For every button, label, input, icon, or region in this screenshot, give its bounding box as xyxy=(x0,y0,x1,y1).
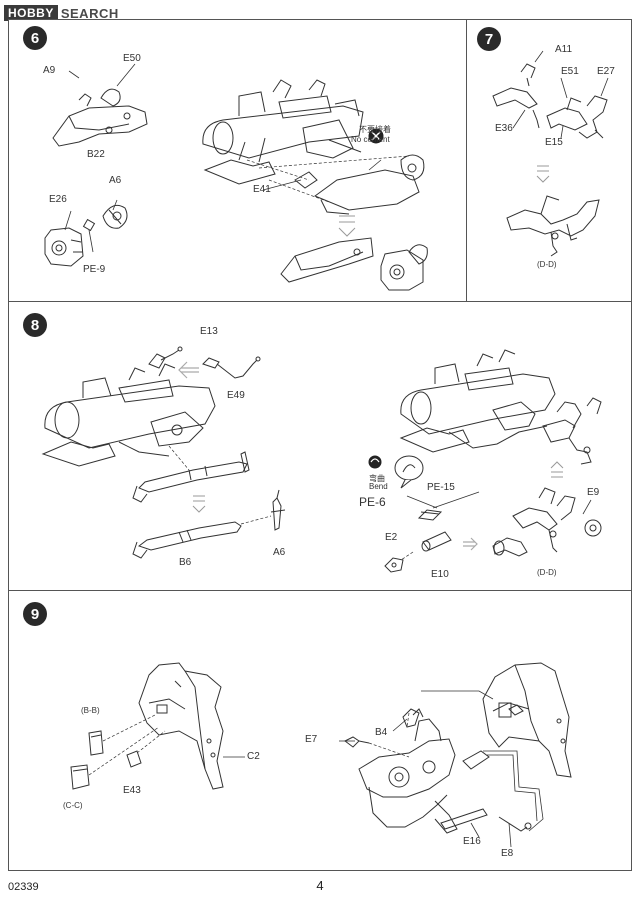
step-9-badge: 9 xyxy=(23,602,47,626)
label-b-b: (B-B) xyxy=(81,706,100,715)
step-6-panel: 6 xyxy=(8,19,467,302)
pe15-plate-part xyxy=(417,509,443,521)
label-e9: E9 xyxy=(587,487,600,498)
down-arrow-icon xyxy=(338,215,356,237)
b4-part xyxy=(402,708,420,728)
e9-wheel-part xyxy=(584,519,602,537)
b6-axle-top xyxy=(132,451,250,503)
pe9-plate xyxy=(82,218,96,232)
label-a9: A9 xyxy=(43,65,56,76)
step-8-drawing xyxy=(41,346,602,573)
step-9-panel: 9 xyxy=(8,590,632,871)
e16-rod-part xyxy=(440,808,488,830)
bend-icon xyxy=(368,455,382,469)
label-e36: E36 xyxy=(495,123,513,134)
shield-assembly-right xyxy=(482,662,572,778)
c2-shield-plate xyxy=(138,662,224,790)
label-c-c: (C-C) xyxy=(63,801,83,810)
label-no-cement-cn: 不要接着 xyxy=(359,125,391,134)
label-a6: A6 xyxy=(109,175,122,186)
down-arrow-icon xyxy=(192,495,206,513)
label-d-d: (D-D) xyxy=(537,568,557,577)
launcher-assembly-right xyxy=(399,349,602,465)
hobbysearch-watermark: HOBBY SEARCH xyxy=(4,4,119,22)
gun-mount-assembly xyxy=(358,708,490,834)
step-6-drawing xyxy=(44,63,428,291)
e7-pin-part xyxy=(344,736,370,748)
label-c2: C2 xyxy=(247,751,260,762)
label-b6: B6 xyxy=(179,557,192,568)
label-e8: E8 xyxy=(501,848,514,859)
a6-hub-part xyxy=(270,489,286,531)
up-arrow-icon xyxy=(550,461,564,478)
arm-assembly-d-d xyxy=(492,487,576,557)
a6-hub-part xyxy=(102,204,128,229)
step-7-badge: 7 xyxy=(477,27,501,51)
e13-e49-parts xyxy=(148,346,261,379)
label-bend-cn: 弯曲 xyxy=(369,474,385,483)
arm-assembly-exploded xyxy=(492,63,608,139)
step-8-badge: 8 xyxy=(23,313,47,337)
launcher-assembly-left xyxy=(41,363,216,467)
label-e2: E2 xyxy=(385,532,398,543)
step-8-panel: 8 xyxy=(8,301,632,591)
e10-cylinder-part xyxy=(421,531,452,552)
b6-axle-bottom xyxy=(132,515,272,559)
label-pe6: PE-6 xyxy=(359,495,386,509)
e41-lower-bracket xyxy=(294,154,425,215)
label-e13: E13 xyxy=(200,326,218,337)
label-a6: A6 xyxy=(273,547,286,558)
right-arrow-icon xyxy=(463,537,478,551)
b22-bracket-part xyxy=(52,88,148,147)
label-e26: E26 xyxy=(49,194,67,205)
e26-wheel-part xyxy=(44,227,84,267)
label-bend: Bend xyxy=(369,482,388,491)
label-e10: E10 xyxy=(431,569,449,580)
launcher-main-assembly xyxy=(202,79,364,185)
step-7-panel: 7 A11 E51 E27 E36 E15 xyxy=(466,19,632,302)
watermark-brand: HOBBY xyxy=(4,5,58,21)
bend-speech-bubble xyxy=(394,455,424,489)
step-9-drawing xyxy=(70,662,572,848)
e43-block-part xyxy=(126,750,142,768)
page-number: 4 xyxy=(316,878,324,893)
label-e27: E27 xyxy=(597,66,615,77)
label-b22: B22 xyxy=(87,149,105,160)
label-e15: E15 xyxy=(545,137,563,148)
label-e50: E50 xyxy=(123,53,141,64)
label-pe9: PE-9 xyxy=(83,264,106,275)
assembled-bracket-result xyxy=(280,237,428,291)
label-b4: B4 xyxy=(375,727,388,738)
left-arrow-icon xyxy=(178,361,199,379)
label-pe15: PE-15 xyxy=(427,482,455,493)
label-d-d: (D-D) xyxy=(537,260,557,269)
label-e16: E16 xyxy=(463,836,481,847)
e2-cap-part xyxy=(384,557,404,573)
step-7-drawing xyxy=(492,50,609,257)
e8-cable-end-part xyxy=(498,816,532,832)
label-e43: E43 xyxy=(123,785,141,796)
label-e49: E49 xyxy=(227,390,245,401)
down-arrow-icon xyxy=(536,165,550,183)
label-a11: A11 xyxy=(555,44,573,55)
product-code: 02339 xyxy=(8,881,39,893)
bb-plate-part xyxy=(88,730,104,756)
label-no-cement: No cement xyxy=(351,135,390,144)
no-cement-icon xyxy=(368,128,384,144)
cc-plate-part xyxy=(70,764,90,790)
arm-assembled-result xyxy=(506,195,600,257)
label-e41: E41 xyxy=(253,184,271,195)
watermark-suffix: SEARCH xyxy=(60,5,119,21)
label-e7: E7 xyxy=(305,734,318,745)
step-6-badge: 6 xyxy=(23,26,47,50)
cable-line xyxy=(421,690,544,832)
label-e51: E51 xyxy=(561,66,579,77)
